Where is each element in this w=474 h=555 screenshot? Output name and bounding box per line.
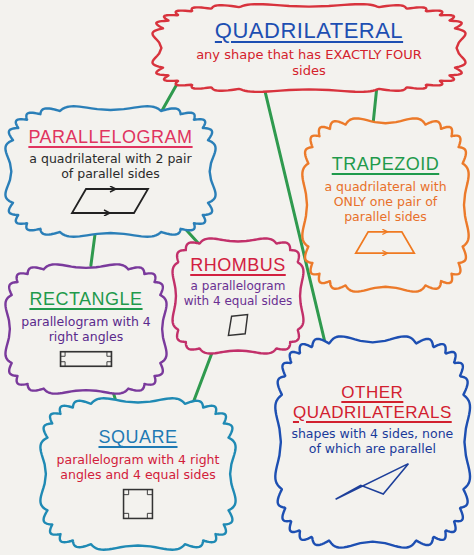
node-heading: TRAPEZOID xyxy=(315,154,455,175)
node-description: shapes with 4 sides, none of which are p… xyxy=(291,426,454,456)
shape-icon xyxy=(58,349,114,369)
node-description: a parallelogram with 4 equal sides xyxy=(182,279,294,308)
node-heading: OTHER QUADRILATERALS xyxy=(291,383,454,422)
concept-cloud: PARALLELOGRAM a quadrilateral with 2 pair… xyxy=(3,104,218,239)
shape-icon xyxy=(226,313,250,337)
shape-icon xyxy=(70,186,150,216)
concept-cloud: SQUARE parallelogram with 4 right angles … xyxy=(38,396,238,552)
connector-line xyxy=(91,235,95,266)
cloud-text-area: RHOMBUS a parallelogram with 4 equal side… xyxy=(182,255,294,337)
shape-icon xyxy=(354,229,416,256)
node-heading: QUADRILATERAL xyxy=(179,18,440,43)
cloud-text-area: QUADRILATERAL any shape that has EXACTLY … xyxy=(179,18,440,78)
node-heading: PARALLELOGRAM xyxy=(22,127,198,148)
concept-cloud: QUADRILATERAL any shape that has EXACTLY … xyxy=(150,2,468,94)
concept-cloud: TRAPEZOID a quadrilateral with ONLY one p… xyxy=(300,116,471,294)
node-description: any shape that has EXACTLY FOUR sides xyxy=(179,47,440,78)
cloud-text-area: OTHER QUADRILATERALS shapes with 4 sides,… xyxy=(291,383,454,501)
node-description: a quadrilateral with 2 pair of parallel … xyxy=(22,151,198,181)
shape-icon xyxy=(333,461,411,501)
cloud-text-area: RECTANGLE parallelogram with 4 right angl… xyxy=(18,289,154,369)
cloud-text-area: TRAPEZOID a quadrilateral with ONLY one p… xyxy=(315,154,455,256)
concept-cloud: RECTANGLE parallelogram with 4 right angl… xyxy=(3,262,169,396)
shape-icon xyxy=(121,487,155,521)
node-description: parallelogram with 4 right angles xyxy=(18,314,154,344)
cloud-text-area: SQUARE parallelogram with 4 right angles … xyxy=(56,427,220,521)
node-description: parallelogram with 4 right angles and 4 … xyxy=(56,452,220,482)
concept-cloud: RHOMBUS a parallelogram with 4 equal side… xyxy=(170,236,306,356)
concept-cloud: OTHER QUADRILATERALS shapes with 4 sides,… xyxy=(273,334,472,550)
node-heading: SQUARE xyxy=(56,427,220,448)
cloud-text-area: PARALLELOGRAM a quadrilateral with 2 pair… xyxy=(22,127,198,217)
node-heading: RECTANGLE xyxy=(18,289,154,310)
node-description: a quadrilateral with ONLY one pair of pa… xyxy=(315,179,455,224)
connector-line xyxy=(373,87,377,121)
node-heading: RHOMBUS xyxy=(182,255,294,276)
